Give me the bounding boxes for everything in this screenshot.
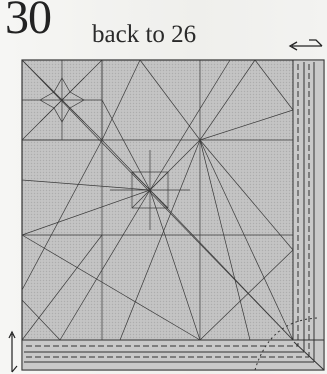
fold-arrow-icon: [9, 332, 17, 372]
turn-over-arrow-icon: [290, 40, 322, 50]
